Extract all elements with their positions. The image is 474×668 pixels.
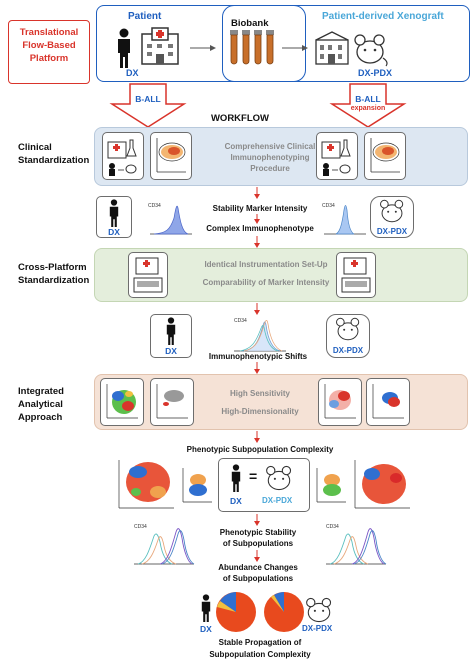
b-all-arrow-right [329, 83, 407, 128]
overlay-histogram [234, 319, 286, 352]
clinical-text-3: Procedure [250, 164, 290, 173]
down-arrow-icon [254, 362, 260, 374]
mouse-icon [266, 465, 292, 491]
histogram-left [150, 205, 192, 235]
b-all-label-left: B-ALL [135, 94, 161, 104]
stable-text-1: Stable Propagation of [218, 638, 302, 647]
abund-text-2: of Subpopulations [222, 574, 294, 583]
clinical-text-2: Immunophenotyping [230, 153, 310, 162]
top-dx-pdx-label: DX-PDX [358, 68, 393, 78]
down-arrow-icon [254, 303, 260, 315]
person-icon [118, 28, 130, 68]
shifts-pdx-label: DX-PDX [332, 346, 364, 355]
umap-plot-pdx-small [316, 468, 346, 503]
shifts-text: Immunophenotypic Shifts [208, 352, 308, 361]
flow-cytometer-icon [341, 257, 371, 293]
stability-text: Stability Marker Intensity [212, 204, 308, 213]
down-arrow-icon [254, 514, 260, 526]
cd34-label-left: CD34 [148, 203, 161, 209]
expansion-label: expansion [350, 105, 386, 112]
cd34-label-bottom-right: CD34 [326, 524, 339, 530]
compare-dx-label: DX [230, 496, 242, 506]
pie-pdx-label: DX-PDX [302, 624, 333, 633]
down-arrow-icon [254, 187, 260, 199]
platform-line3: Platform [29, 53, 69, 64]
dx-pdx-compare-card [218, 458, 310, 512]
flow-cytometer-icon [133, 257, 163, 293]
stab-text-1: Phenotypic Stability [219, 528, 297, 537]
integrated-label-1: Integrated [18, 386, 64, 397]
hospital-pdx-icon [321, 139, 351, 176]
cd34-label-right: CD34 [322, 203, 335, 209]
pie-chart-dx [216, 592, 256, 632]
cross-label-1: Cross-Platform [18, 262, 87, 273]
arrow-right-icon [190, 45, 216, 51]
subpop-histogram-left [134, 528, 195, 565]
pie-chart-pdx [264, 592, 304, 632]
tsne-plot-2 [156, 384, 188, 419]
hospital-dx-icon [107, 139, 137, 176]
arrow-right-icon [282, 45, 308, 51]
down-arrow-icon [254, 550, 260, 562]
laboratory-icon [315, 31, 349, 65]
subpop-text: Phenotypic Subpopulation Complexity [186, 445, 334, 454]
umap-plot-pdx-large [354, 460, 410, 509]
b-all-label-right: B-ALL [355, 94, 381, 104]
histogram-right [324, 205, 366, 235]
pdx-title: Patient-derived Xenograft [322, 11, 444, 22]
patient-title: Patient [128, 11, 162, 22]
down-arrow-icon [254, 214, 260, 224]
cross-text-2: Comparability of Marker Intensity [202, 278, 330, 287]
integrated-label-2: Analytical [18, 399, 63, 410]
cross-label-2: Standardization [18, 275, 90, 286]
cross-text-1: Identical Instrumentation Set-Up [204, 260, 328, 269]
clinical-scatter-right [370, 138, 400, 173]
pie-dx-label: DX [200, 624, 212, 634]
stab-text-2: of Subpopulations [222, 539, 294, 548]
hospital-icon [141, 27, 179, 65]
mouse-icon [354, 34, 388, 67]
stability-pdx-label: DX-PDX [376, 227, 408, 236]
integrated-text-1: High Sensitivity [229, 389, 290, 398]
person-icon [109, 199, 119, 227]
biobank-title: Biobank [231, 18, 269, 29]
person-icon [201, 594, 211, 622]
person-icon [231, 464, 241, 492]
equals-sign: = [249, 468, 258, 484]
cd34-label-mid: CD34 [234, 318, 247, 324]
mouse-icon [336, 317, 360, 341]
tsne-plot-4 [372, 384, 404, 419]
down-arrow-icon [254, 236, 260, 248]
b-all-arrow-left [109, 83, 187, 128]
tsne-plot-1 [106, 384, 138, 419]
clinical-scatter-left [156, 138, 186, 173]
umap-plot-dx-small [182, 468, 212, 503]
clinical-label-2: Standardization [18, 155, 90, 166]
shifts-dx-label: DX [165, 346, 177, 356]
top-dx-label: DX [126, 68, 139, 78]
clinical-label-1: Clinical [18, 142, 52, 153]
workflow-title: WORKFLOW [210, 113, 270, 124]
platform-line1: Translational [19, 27, 79, 38]
stable-text-2: Subpopulation Complexity [209, 650, 311, 659]
subpop-histogram-right [326, 528, 387, 565]
umap-plot-dx-large [118, 460, 174, 509]
person-icon [166, 317, 176, 345]
down-arrow-icon [254, 431, 260, 443]
mouse-icon [306, 597, 332, 623]
cd34-label-bottom-left: CD34 [134, 524, 147, 530]
integrated-text-2: High-Dimensionality [221, 407, 299, 416]
tsne-plot-3 [324, 384, 356, 419]
platform-box [8, 20, 90, 84]
compare-pdx-label: DX-PDX [262, 496, 293, 505]
abund-text-1: Abundance Changes [218, 563, 298, 572]
mouse-icon [380, 199, 404, 223]
platform-line2: Flow-Based [22, 40, 76, 51]
complex-text: Complex Immunophenotype [206, 224, 314, 233]
clinical-text-1: Comprehensive Clinical [224, 142, 316, 151]
integrated-label-3: Approach [18, 412, 63, 423]
sample-tubes-icon [230, 30, 274, 65]
stability-dx-label: DX [108, 227, 120, 237]
